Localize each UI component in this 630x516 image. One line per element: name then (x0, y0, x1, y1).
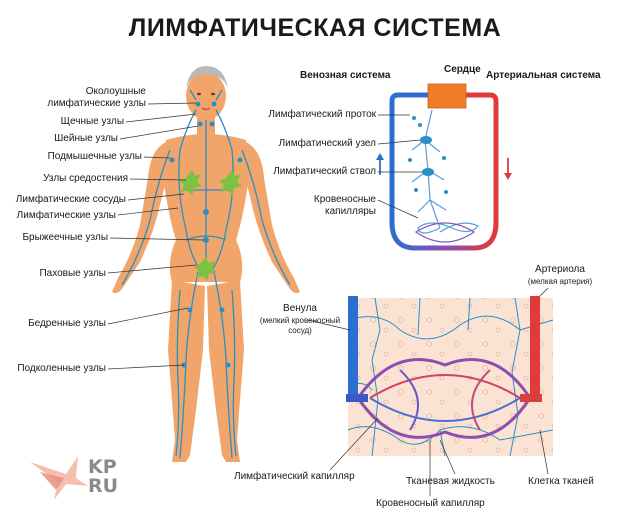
label-blood-capillary: Кровеносный капилляр (376, 498, 485, 509)
label-blood-capillaries: Кровеносные капилляры (313, 194, 376, 217)
label-venous-system: Венозная система (300, 70, 391, 81)
label-lymph-vessels: Лимфатические сосуды (15, 194, 126, 205)
label-mediastinal-nodes: Узлы средостения (43, 173, 128, 184)
page-title: ЛИМФАТИЧЕСКАЯ СИСТЕМА (128, 14, 502, 42)
label-lymph-capillary: Лимфатический капилляр (234, 471, 355, 482)
kp-logo-text: KP RU (88, 456, 119, 497)
label-venule: Венула (283, 303, 317, 314)
label-heart: Сердце (444, 64, 481, 75)
label-axillary-nodes: Подмышечные узлы (47, 151, 142, 162)
label-mesenteric-nodes: Брыжеечные узлы (22, 232, 108, 243)
label-tissue-fluid: Тканевая жидкость (406, 476, 495, 487)
heart-block (427, 83, 467, 109)
label-femoral-nodes: Бедренные узлы (28, 318, 106, 329)
label-cervical-nodes: Шейные узлы (54, 133, 118, 144)
label-arterial-system: Артериальная система (486, 70, 601, 81)
label-popliteal-nodes: Подколенные узлы (17, 363, 106, 374)
label-buccal-nodes: Щечные узлы (60, 116, 124, 127)
label-lymph-node: Лимфатический узел (278, 138, 376, 149)
kp-logo-bird-icon (30, 456, 88, 500)
label-tissue-cell: Клетка тканей (528, 476, 594, 487)
label-lymph-trunk: Лимфатический ствол (273, 166, 376, 177)
label-lymph-nodes: Лимфатические узлы (16, 210, 116, 221)
label-lymph-duct: Лимфатический проток (268, 109, 376, 120)
label-inguinal-nodes: Паховые узлы (39, 268, 106, 279)
label-arteriole: Артериола (535, 264, 585, 275)
label-venule-note: (мелкий кровеносный сосуд) (259, 316, 341, 335)
microcirculation-panel (307, 287, 554, 496)
label-arteriole-note: (мелкая артерия) (527, 277, 593, 286)
label-parotid-nodes: Околоушные лимфатические узлы (47, 86, 146, 109)
human-body-figure (112, 66, 300, 462)
body-leader-lines (107, 102, 205, 370)
circulation-scheme (376, 83, 512, 251)
